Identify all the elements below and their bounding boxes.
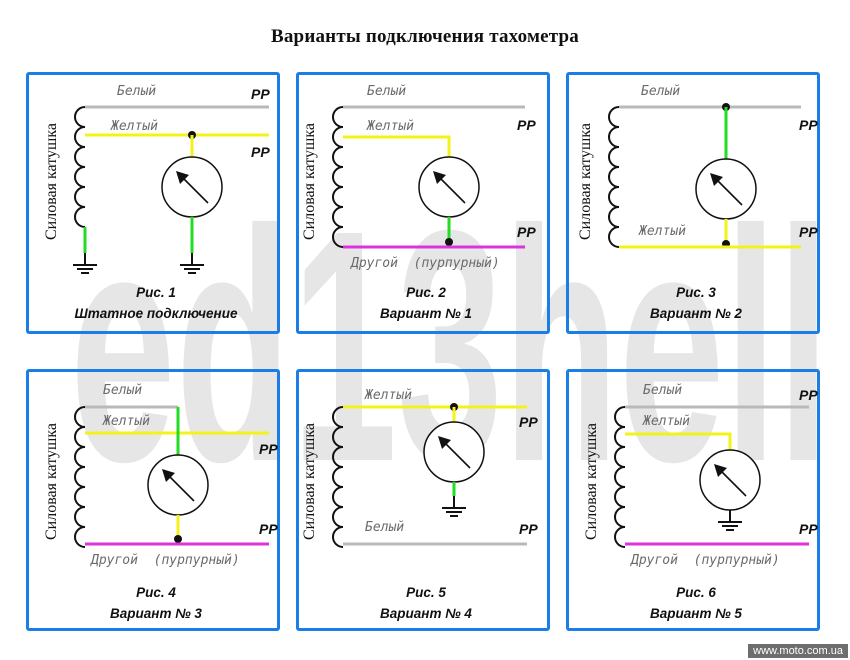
yellow-wire-label: Желтый xyxy=(366,119,414,134)
figure-number: Рис. 2 xyxy=(406,285,446,300)
ground-icon xyxy=(718,521,742,531)
pp-label: PP xyxy=(799,117,818,133)
pp-label: PP xyxy=(799,387,818,403)
yellow-wire-label: Желтый xyxy=(638,224,686,239)
coil-label: Силовая катушка xyxy=(577,123,594,240)
coil-icon xyxy=(332,406,344,548)
panel-fig-1: Силовая катушка Белый PP Желтый PP Рис. … xyxy=(26,72,280,334)
pp-label: PP xyxy=(259,441,278,457)
diagram-title: Варианты подключения тахометра xyxy=(270,26,580,47)
other-wire-label: Другой (пурпурный) xyxy=(630,553,780,568)
pp-label: PP xyxy=(799,224,818,240)
yellow-wire-label: Желтый xyxy=(102,414,150,429)
coil-icon xyxy=(74,106,86,228)
tachometer-gauge-icon xyxy=(418,156,480,218)
figure-caption: Вариант № 4 xyxy=(380,606,472,621)
figure-caption: Вариант № 3 xyxy=(110,606,202,621)
coil-icon xyxy=(332,106,344,248)
figure-number: Рис. 4 xyxy=(136,585,176,600)
pp-label: PP xyxy=(799,521,818,537)
panel-fig-5: Силовая катушка Желтый PP Белый PP Рис. … xyxy=(296,369,550,631)
coil-icon xyxy=(614,406,626,548)
tachometer-gauge-icon xyxy=(699,449,761,511)
white-wire-label: Белый xyxy=(367,84,406,99)
white-wire-label: Белый xyxy=(365,520,404,535)
pp-label: PP xyxy=(259,521,278,537)
pp-label: PP xyxy=(517,117,536,133)
white-wire-label: Белый xyxy=(641,84,680,99)
tachometer-gauge-icon xyxy=(695,158,757,220)
coil-label: Силовая катушка xyxy=(301,423,318,540)
pp-label: PP xyxy=(251,86,270,102)
coil-label: Силовая катушка xyxy=(43,123,60,240)
panel-fig-2: Силовая катушка Белый PP Желтый PP Друго… xyxy=(296,72,550,334)
figure-number: Рис. 1 xyxy=(136,285,176,300)
other-wire-label: Другой (пурпурный) xyxy=(350,256,500,271)
tachometer-gauge-icon xyxy=(423,421,485,483)
coil-icon xyxy=(74,406,86,548)
ground-icon xyxy=(73,264,97,274)
yellow-wire xyxy=(625,432,732,450)
figure-caption: Штатное подключение xyxy=(75,306,238,321)
figure-caption: Вариант № 5 xyxy=(650,606,742,621)
yellow-wire-label: Желтый xyxy=(364,388,412,403)
coil-icon xyxy=(608,106,620,248)
junction-dot xyxy=(174,535,182,543)
yellow-wire-label: Желтый xyxy=(642,414,690,429)
panel-fig-4: Силовая катушка Белый Желтый PP PP Друго… xyxy=(26,369,280,631)
panel-fig-6: Силовая катушка Белый PP Желтый PP Друго… xyxy=(566,369,820,631)
figure-number: Рис. 3 xyxy=(676,285,716,300)
coil-label: Силовая катушка xyxy=(583,423,600,540)
figure-number: Рис. 5 xyxy=(406,585,446,600)
coil-label: Силовая катушка xyxy=(301,123,318,240)
tachometer-gauge-icon xyxy=(161,156,223,218)
pp-label: PP xyxy=(517,224,536,240)
figure-number: Рис. 6 xyxy=(676,585,716,600)
junction-dot xyxy=(445,238,453,246)
white-wire-label: Белый xyxy=(643,383,682,398)
yellow-wire-label: Желтый xyxy=(110,119,158,134)
ground-icon xyxy=(180,264,204,274)
pp-label: PP xyxy=(519,414,538,430)
source-credit: www.moto.com.ua xyxy=(748,644,848,658)
white-wire-label: Белый xyxy=(103,383,142,398)
pp-label: PP xyxy=(251,144,270,160)
pp-label: PP xyxy=(519,521,538,537)
figure-caption: Вариант № 1 xyxy=(380,306,472,321)
yellow-wire xyxy=(343,135,451,157)
coil-label: Силовая катушка xyxy=(43,423,60,540)
other-wire-label: Другой (пурпурный) xyxy=(90,553,240,568)
figure-caption: Вариант № 2 xyxy=(650,306,742,321)
tachometer-gauge-icon xyxy=(147,454,209,516)
ground-icon xyxy=(442,507,466,517)
panel-fig-3: Силовая катушка Белый PP Желтый PP Рис. … xyxy=(566,72,820,334)
white-wire-label: Белый xyxy=(117,84,156,99)
